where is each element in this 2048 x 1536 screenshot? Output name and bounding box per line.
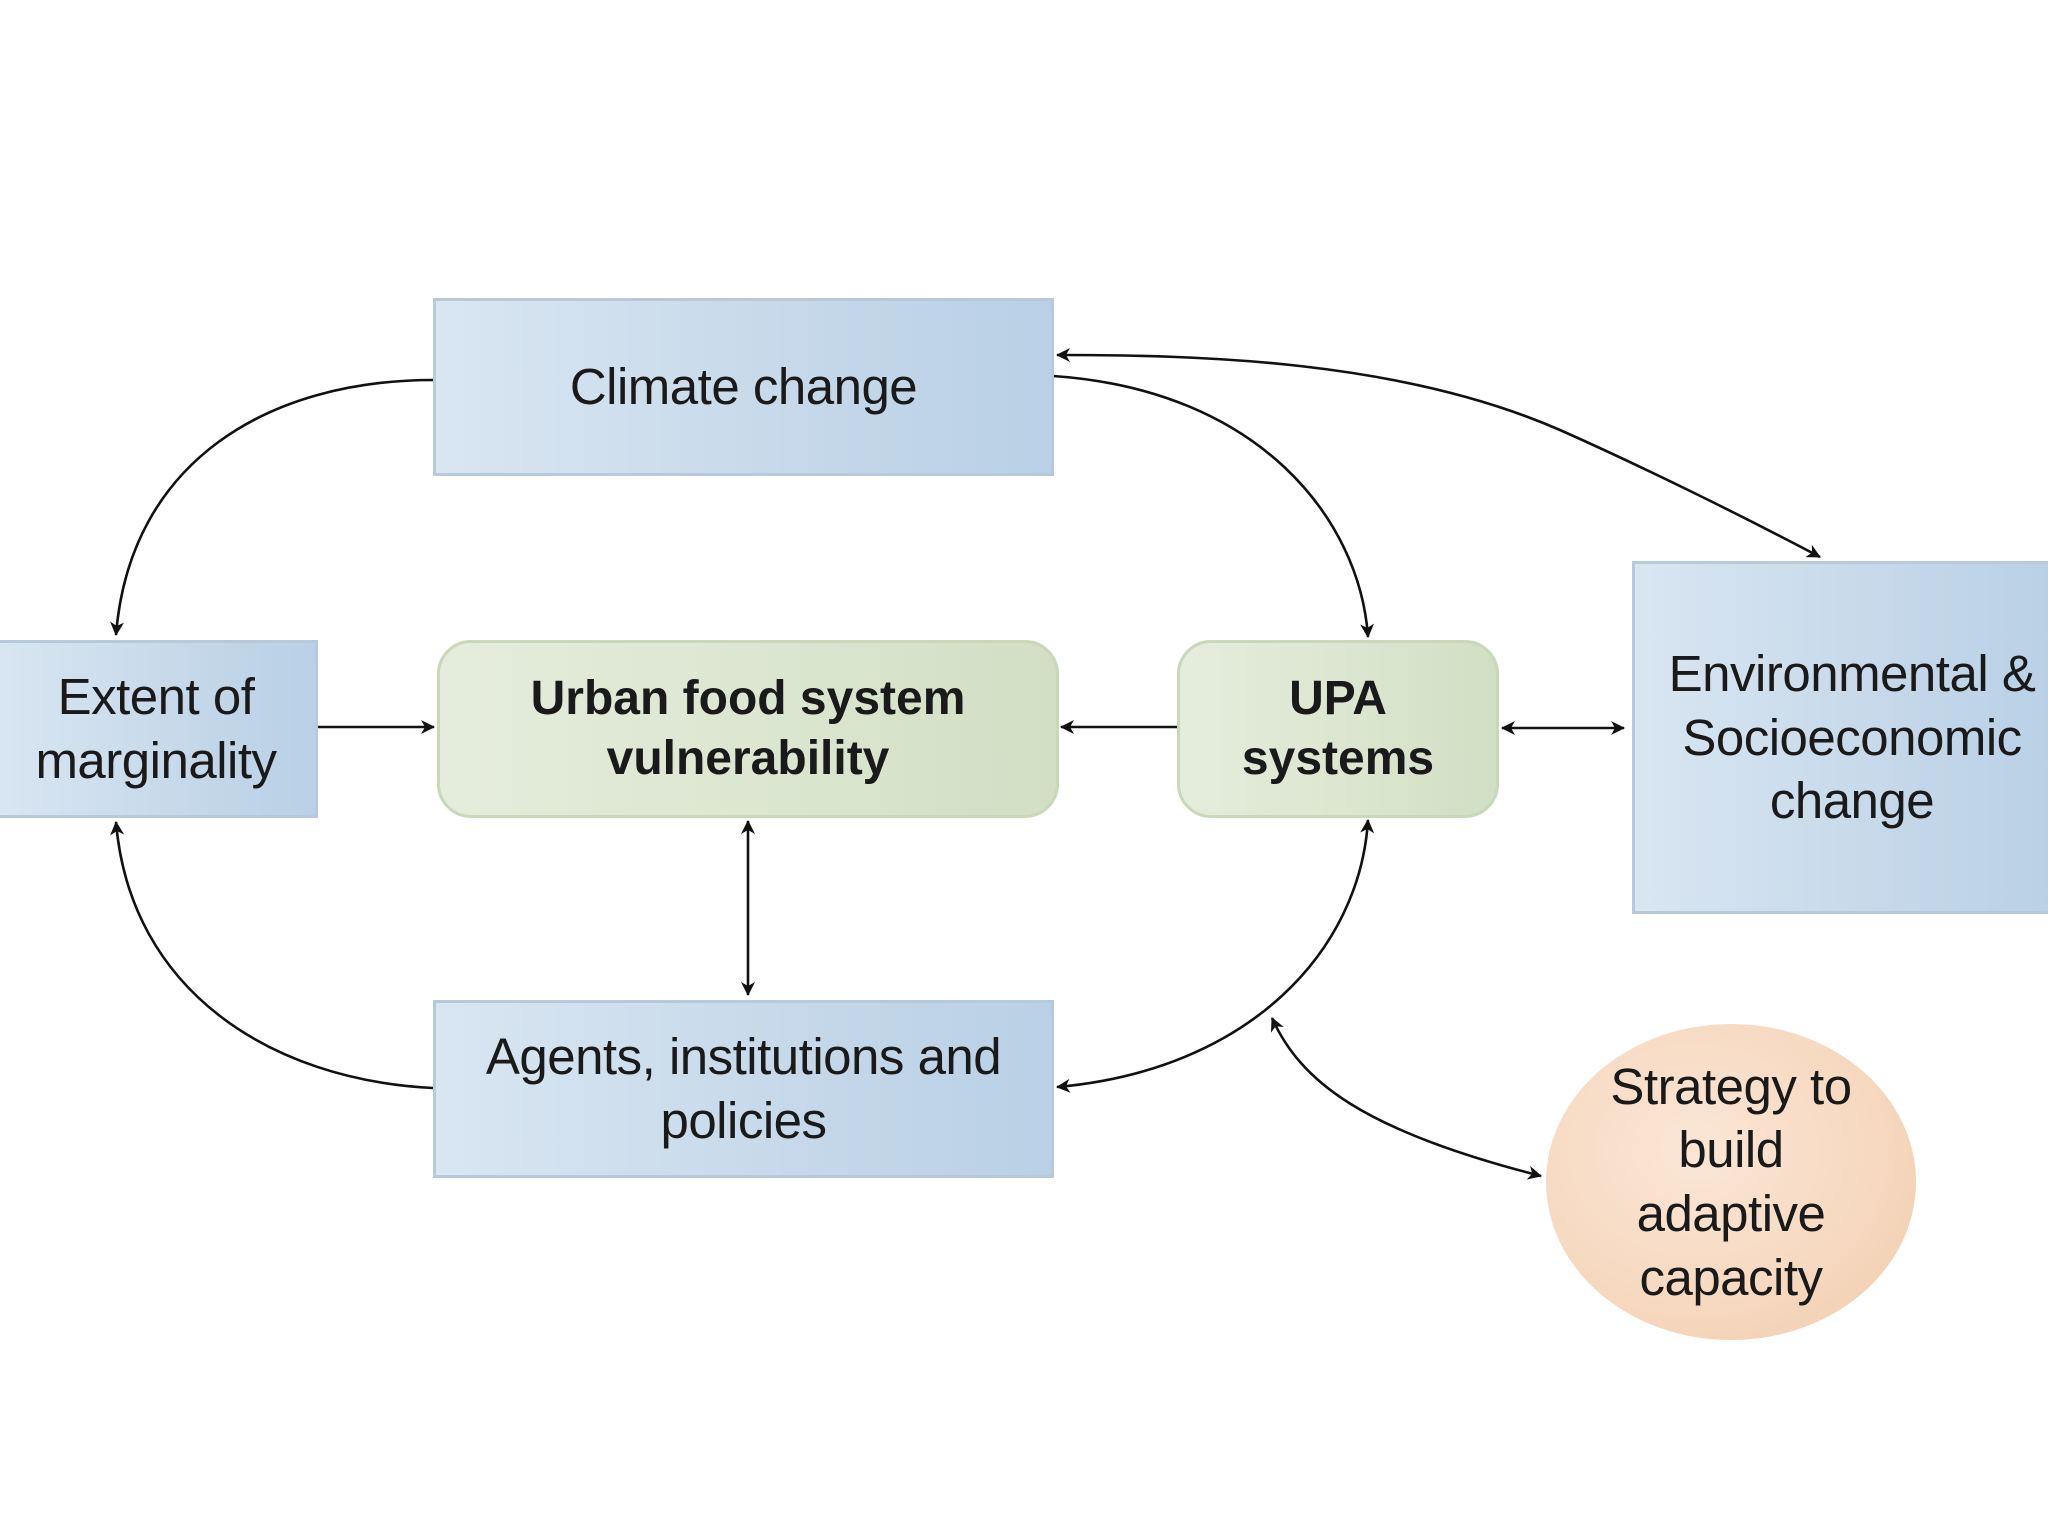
- arrow-agents-to-marginality: [110, 821, 434, 1090]
- env-socio-change-box: Environmental & Socioeconomic change: [1632, 561, 2048, 914]
- arrow-strategy-arc: [1270, 1017, 1542, 1180]
- strategy-adaptive-label: Strategy to build adaptive capacity: [1610, 1057, 1852, 1306]
- env-socio-change-label: Environmental & Socioeconomic change: [1668, 644, 2036, 830]
- arrow-climate-to-marginality: [110, 378, 434, 636]
- strategy-adaptive-circle: Strategy to build adaptive capacity: [1546, 1024, 1916, 1340]
- upa-systems-box: UPA systems: [1177, 640, 1499, 818]
- arrow-climate-env-change: [1056, 348, 1821, 559]
- agents-institutions-label: Agents, institutions and policies: [485, 1028, 1002, 1149]
- upa-systems-label: UPA systems: [1241, 672, 1435, 785]
- arrow-climate-to-upa: [1052, 374, 1375, 638]
- urban-food-vulnerability-box: Urban food system vulnerability: [437, 640, 1059, 818]
- agents-institutions-box: Agents, institutions and policies: [433, 1000, 1054, 1178]
- climate-change-box: Climate change: [433, 298, 1054, 476]
- extent-marginality-label: Extent of marginality: [35, 668, 277, 789]
- climate-change-label: Climate change: [569, 358, 918, 416]
- extent-marginality-box: Extent of marginality: [0, 640, 318, 818]
- arrow-agents-upa: [1056, 819, 1375, 1093]
- urban-food-vulnerability-label: Urban food system vulnerability: [530, 672, 966, 785]
